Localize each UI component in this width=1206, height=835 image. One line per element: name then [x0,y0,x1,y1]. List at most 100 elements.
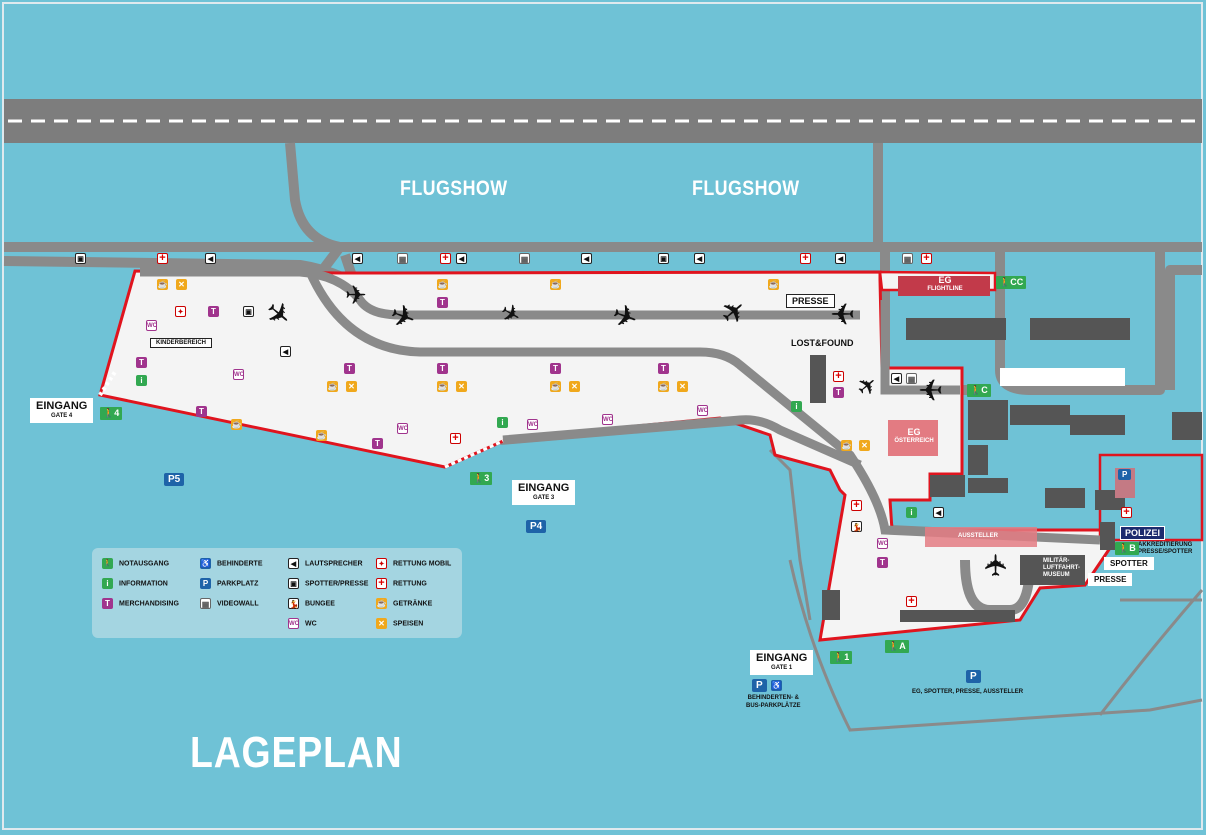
food-icon: ✕ [376,618,387,629]
eg-flightline-zone [898,276,990,296]
videowall-icon: ▦ [519,253,530,264]
red-cross-icon: + [1121,507,1132,518]
building-b1 [810,355,826,403]
museum-label: MILITÄR- LUFTFAHRT- MUSEUM [1043,558,1080,579]
eingang-3-title: EINGANG [518,482,570,494]
wheelchair-icon: ♿ [771,680,782,691]
videowall-icon: ▦ [397,253,408,264]
akkreditierung-area [1098,453,1204,542]
jet-icon-4: ✈ [918,372,944,405]
taxiway-far-east [1165,265,1202,390]
legend-lautsprecher: ◀LAUTSPRECHER [288,558,363,569]
presse-label-top: PRESSE [786,294,835,308]
legend-notausgang: 🚶NOTAUSGANG [102,558,170,569]
white-pad [1000,368,1125,386]
legend-getraenke: ☕GETRÄNKE [376,598,433,609]
speaker-icon: ◀ [891,373,902,384]
building-hangar-2 [1030,318,1130,340]
museum-line2: LUFTFAHRT- [1043,565,1080,571]
building-b9 [1045,488,1085,508]
videowall-icon: ▦ [906,373,917,384]
speaker-icon: ◀ [456,253,467,264]
red-cross-icon: + [157,253,168,264]
drink-icon: ☕ [327,381,338,392]
speaker-icon: ◀ [835,253,846,264]
eingang-gate-4[interactable]: EINGANG GATE 4 [30,398,94,423]
food-icon: ✕ [677,381,688,392]
building-b11 [822,590,840,620]
ambulance-icon: ✦ [376,558,387,569]
info-icon: i [791,401,802,412]
red-cross-icon: + [851,500,862,511]
road-3 [1098,589,1204,716]
legend-rettung-mobil: ✦RETTUNG MOBIL [376,558,451,569]
eingang-4-title: EINGANG [36,400,88,412]
behinderten-parkplatz-label: BEHINDERTEN- & BUS-PARKPLÄTZE [746,694,801,710]
videowall-icon: ▦ [200,598,211,609]
tshirt-icon: T [102,598,113,609]
camera-icon: ▣ [658,253,669,264]
parking-north: P [1118,469,1132,480]
eingang-4-gate: GATE 4 [51,413,73,419]
parking-bus: P [752,679,767,692]
tshirt-icon: T [877,557,888,568]
drink-icon: ☕ [376,598,387,609]
tshirt-icon: T [437,363,448,374]
building-b8 [968,478,1008,493]
tshirt-icon: T [833,387,844,398]
eg-oesterreich-line2: ÖSTERREICH [894,438,934,444]
behinderten-line2: BUS-PARKPLÄTZE [746,703,801,709]
food-icon: ✕ [176,279,187,290]
tshirt-icon: T [437,297,448,308]
food-icon: ✕ [456,381,467,392]
bungee-icon: 💃 [851,521,862,532]
building-b13 [1100,522,1115,550]
gate-badge-4: 🚶4 [100,407,123,420]
eingang-gate-1[interactable]: EINGANG GATE 1 [750,650,814,675]
eingang-gate-3[interactable]: EINGANG GATE 3 [512,480,576,505]
tshirt-icon: T [344,363,355,374]
parking-east: P [966,670,981,683]
road-2 [788,559,1203,732]
flugshow-label-right: FLUGSHOW [692,177,800,200]
legend-spotter-presse: ▣SPOTTER/PRESSE [288,578,368,589]
flugshow-label-left: FLUGSHOW [400,177,508,200]
wc-icon: WC [146,320,157,331]
helicopter-icon: ✈ [345,280,367,310]
wc-icon: WC [233,369,244,380]
camera-icon: ▣ [75,253,86,264]
tshirt-icon: T [136,357,147,368]
camera-icon: ▣ [288,578,299,589]
tshirt-icon: T [658,363,669,374]
tshirt-icon: T [550,363,561,374]
wc-icon: WC [602,414,613,425]
gate4-gap [98,370,117,397]
building-b2 [968,400,1008,440]
building-hangar-1 [906,318,1006,340]
building-b12 [900,610,1015,622]
drink-icon: ☕ [157,279,168,290]
legend-videowall: ▦VIDEOWALL [200,598,259,609]
drink-icon: ☕ [550,279,561,290]
eg-oesterreich-zone [888,420,938,456]
wc-icon: WC [697,405,708,416]
kinderbereich-label: KINDERBEREICH [150,338,213,348]
ambulance-icon: ✦ [175,306,186,317]
eingang-1-gate: GATE 1 [771,665,793,671]
gate3-gap [444,436,511,469]
speaker-icon: ◀ [581,253,592,264]
aussteller-zone [925,527,1037,547]
museum-line3: MUSEUM [1043,572,1070,578]
polizei-label: POLIZEI [1120,526,1166,540]
east-parking-label: EG, SPOTTER, PRESSE, AUSSTELLER [912,689,1024,695]
speaker-icon: ◀ [205,253,216,264]
drink-icon: ☕ [437,381,448,392]
red-cross-icon: + [450,433,461,444]
akkreditierung-label: AKKREDITIERUNG PRESSE/SPOTTER [1138,542,1192,556]
wc-icon: WC [397,423,408,434]
gate-badge-c: 🚶C [967,384,991,397]
food-icon: ✕ [346,381,357,392]
